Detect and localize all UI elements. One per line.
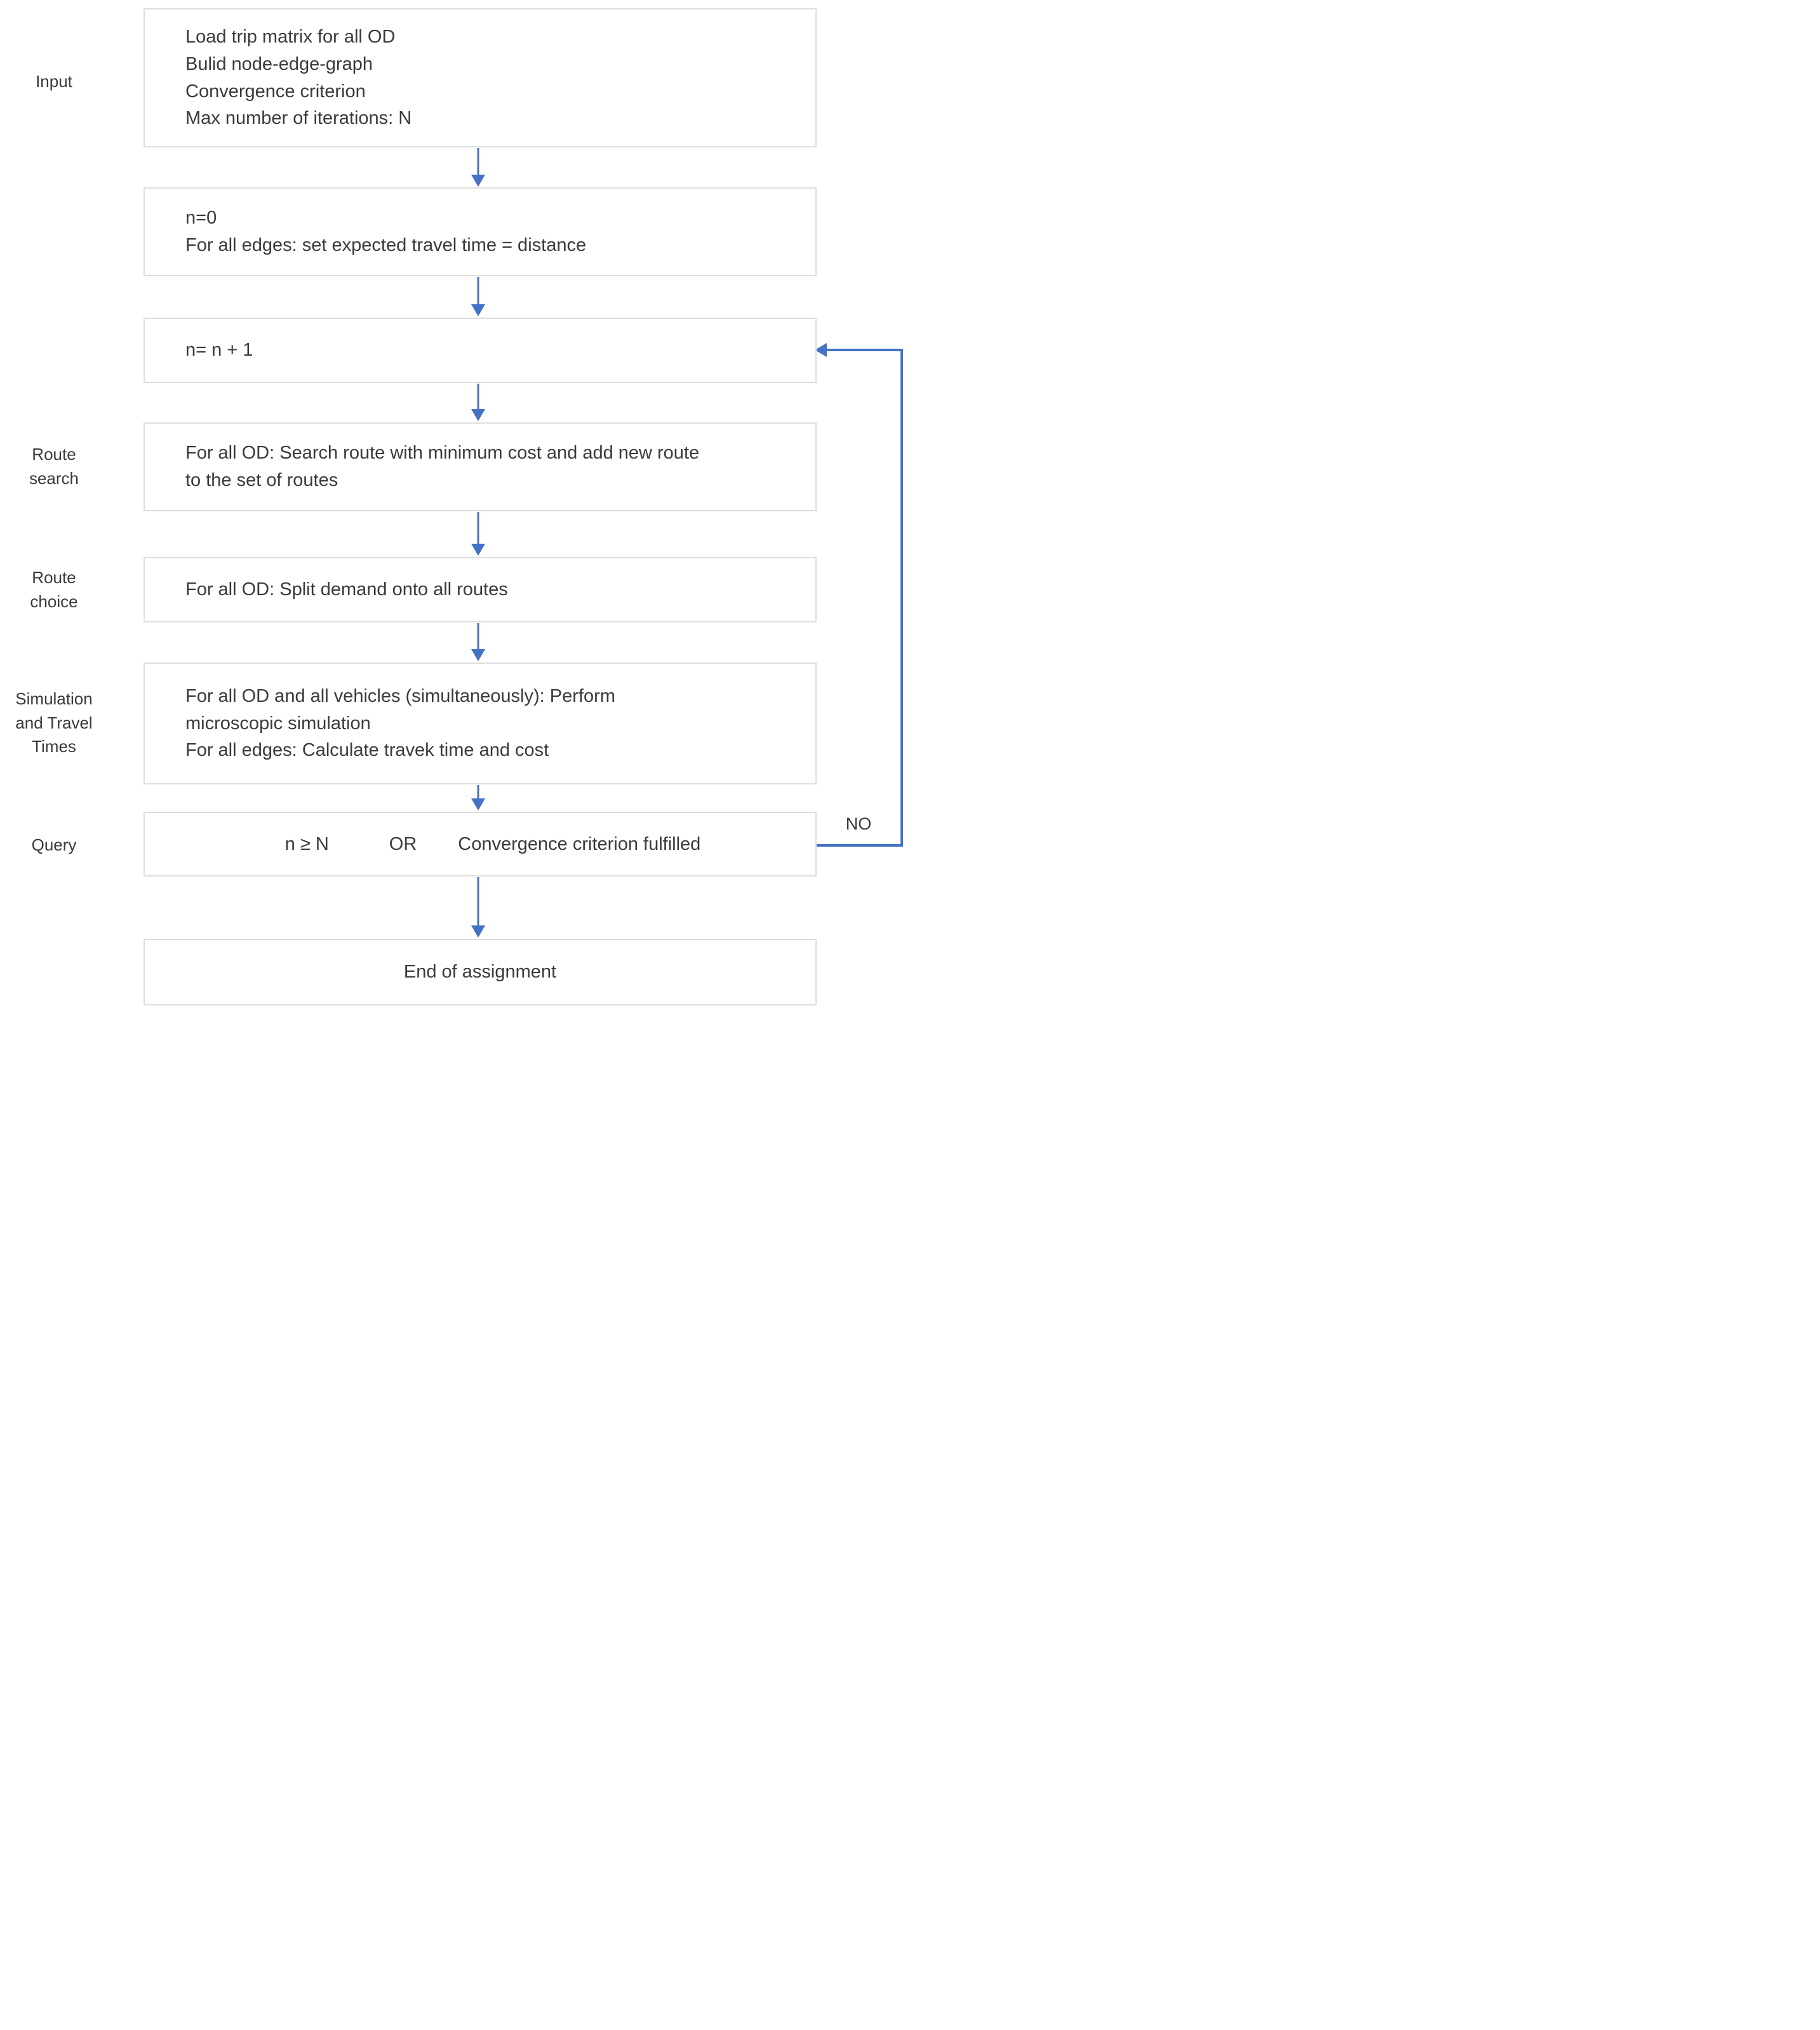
initialization-box-line: For all edges: set expected travel time … <box>185 235 587 255</box>
end-box: End of assignment <box>144 939 817 1005</box>
query-condition-convergence: Convergence criterion fulfilled <box>458 833 701 854</box>
arrow-input-to-init <box>471 148 485 187</box>
route-choice-box-line: For all OD: Split demand onto all routes <box>185 579 508 600</box>
route-search-box: For all OD: Search route with minimum co… <box>144 422 817 511</box>
query-condition-iterations: n ≥ N <box>284 833 329 854</box>
iteration-counter-box: n= n + 1 <box>144 318 817 383</box>
input-box: Load trip matrix for all OD Bulid node-e… <box>144 8 817 147</box>
stage-label-simulation-and-travel-times: Simulation and Travel Times <box>15 689 93 756</box>
input-box-line: Load trip matrix for all OD <box>185 26 396 47</box>
query-box: n ≥ N OR Convergence criterion fulfilled <box>144 812 817 877</box>
arrow-query-to-end <box>471 877 485 938</box>
initialization-box-line: n=0 <box>185 208 217 229</box>
stage-label-route-search: Route search <box>29 445 79 488</box>
input-box-line: Bulid node-edge-graph <box>185 53 373 74</box>
route-search-box-line: For all OD: Search route with minimum co… <box>185 443 700 464</box>
arrow-route-choice-to-simulation <box>471 623 485 661</box>
simulation-box-line: For all OD and all vehicles (simultaneou… <box>185 685 615 706</box>
flowchart-canvas: Input Route search Route choice Simulati… <box>0 0 910 1015</box>
arrow-route-search-to-route-choice <box>471 512 485 556</box>
stage-label-input: Input <box>36 72 72 91</box>
arrow-counter-to-route-search <box>471 384 485 421</box>
end-box-line: End of assignment <box>403 962 557 983</box>
stage-label-query: Query <box>31 835 77 854</box>
input-box-line: Convergence criterion <box>185 81 366 102</box>
query-operator-or: OR <box>389 833 417 854</box>
initialization-box: n=0 For all edges: set expected travel t… <box>144 187 817 276</box>
arrow-init-to-counter <box>471 277 485 316</box>
stage-label-route-choice: Route choice <box>30 568 78 611</box>
no-feedback-loop-arrow <box>815 343 903 847</box>
iteration-counter-box-line: n= n + 1 <box>185 340 253 361</box>
arrow-simulation-to-query <box>471 785 485 810</box>
route-search-box-line: to the set of routes <box>185 470 338 490</box>
simulation-box: For all OD and all vehicles (simultaneou… <box>144 662 817 784</box>
simulation-box-line: For all edges: Calculate travek time and… <box>185 740 549 761</box>
input-box-line: Max number of iterations: N <box>185 108 412 129</box>
no-branch-label: NO <box>845 814 872 833</box>
route-choice-box: For all OD: Split demand onto all routes <box>144 557 817 622</box>
simulation-box-line: microscopic simulation <box>185 713 371 734</box>
